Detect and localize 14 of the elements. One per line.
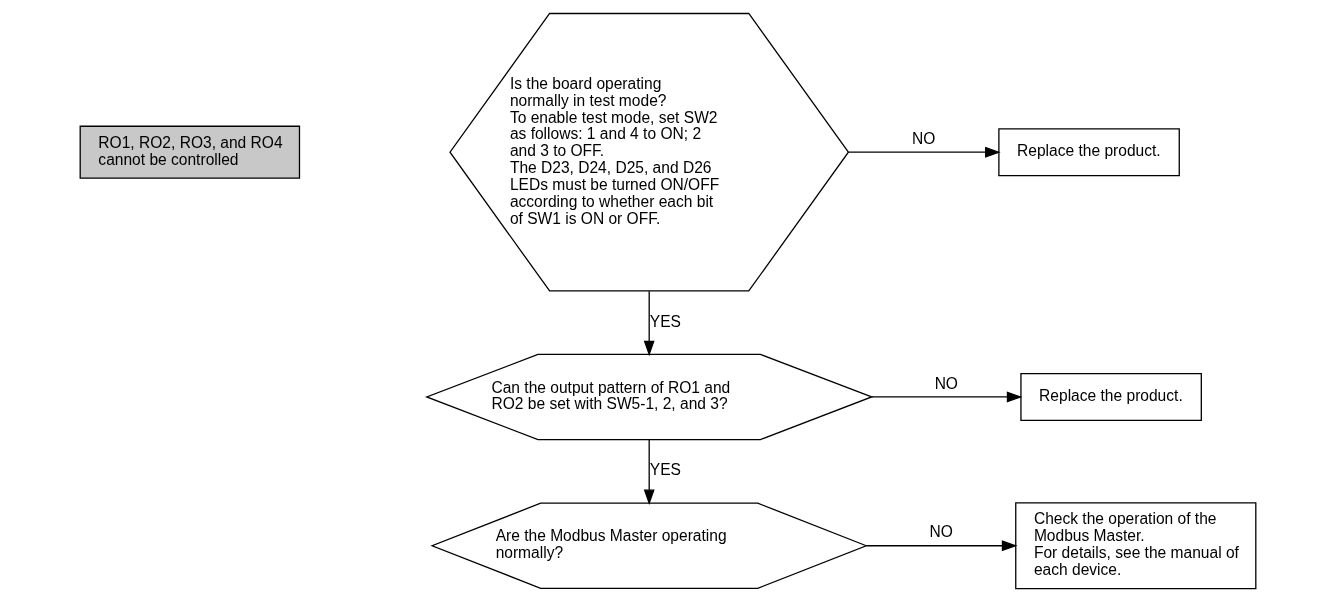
arrow — [643, 290, 655, 357]
arrow — [847, 146, 1001, 158]
node-box: RO1, RO2, RO3, and RO4 cannot be controlled — [79, 125, 300, 179]
arrow — [870, 391, 1022, 403]
arrow — [643, 438, 655, 506]
edge-label: NO — [934, 374, 958, 392]
edge-label: YES — [649, 461, 681, 479]
edge-label: YES — [649, 312, 681, 330]
edge-label: NO — [928, 523, 953, 541]
node-box: Replace the product. — [1019, 372, 1202, 421]
arrow — [865, 540, 1017, 552]
node-box: Check the operation of the Modbus Master. For details, see the manual of each device. — [1014, 502, 1256, 590]
node-box: Replace the product. — [997, 128, 1180, 177]
edge-label: NO — [911, 129, 935, 147]
